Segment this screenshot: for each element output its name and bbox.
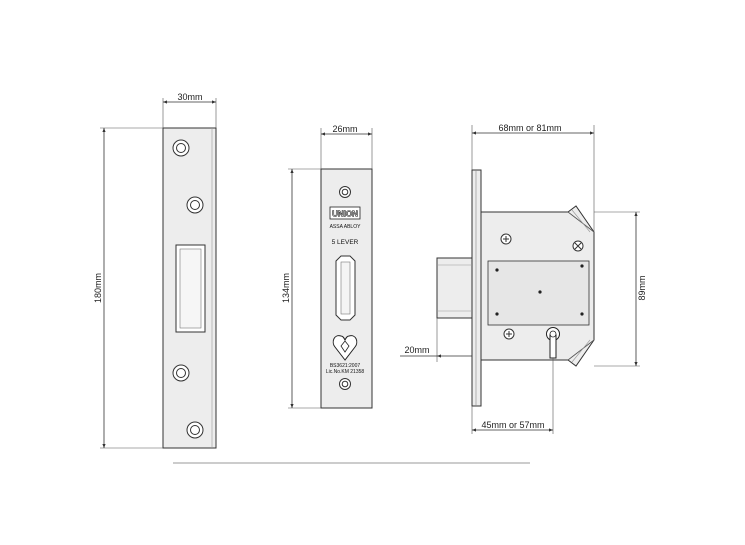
maker-text: ASSA ABLOY — [330, 224, 362, 230]
screw-hole — [172, 139, 190, 157]
cover-plate — [487, 260, 590, 326]
face-height-label: 134mm — [281, 273, 291, 303]
case-screw-icon — [572, 240, 584, 252]
strike-plate — [162, 127, 217, 449]
lock-body — [436, 169, 595, 407]
standard-text: BS3621:2007 — [330, 363, 361, 369]
height-label: 89mm — [637, 275, 647, 300]
deadbolt — [436, 257, 473, 319]
case-screw-icon — [500, 233, 512, 245]
screw-hole — [339, 186, 351, 198]
strike-width-label: 30mm — [177, 92, 202, 102]
screw-hole — [186, 421, 204, 439]
union-logo — [329, 206, 361, 220]
licence-text: Lic.No.KM 21358 — [326, 369, 365, 375]
forend — [471, 169, 482, 407]
throw-label: 20mm — [404, 345, 429, 355]
brand-text: UNION — [332, 210, 358, 219]
screw-hole — [339, 378, 351, 390]
lever-text: 5 LEVER — [332, 239, 359, 246]
kitemark-icon — [332, 335, 358, 361]
face-width-label: 26mm — [332, 124, 357, 134]
backset-label: 45mm or 57mm — [481, 420, 544, 430]
strike-height-label: 180mm — [93, 273, 103, 303]
lock-faceplate: UNION ASSA ABLOY 5 LEVER BS3621:2007 Lic… — [320, 168, 373, 409]
screw-hole — [172, 364, 190, 382]
screw-hole — [186, 196, 204, 214]
case-screw-icon — [503, 328, 515, 340]
keyhole-icon — [546, 327, 560, 359]
depth-label: 68mm or 81mm — [498, 123, 561, 133]
